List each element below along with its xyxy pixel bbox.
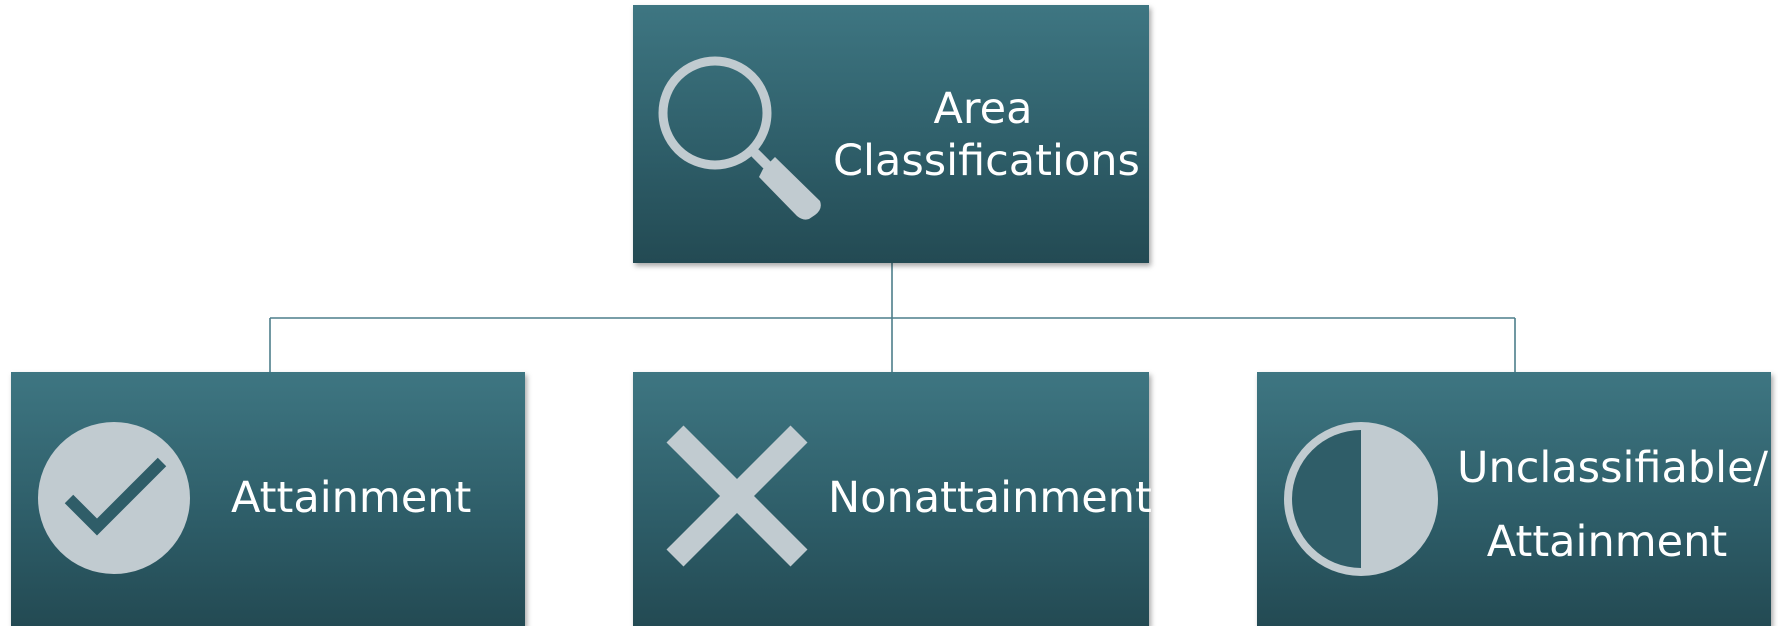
magnifying-glass-icon (657, 49, 827, 229)
unclassifiable-label-line-1: Unclassifiable/ (1457, 443, 1769, 493)
attainment-label: Attainment (231, 472, 471, 524)
root-label-line-1: Area (933, 84, 1033, 134)
child-node-nonattainment: Nonattainment (633, 372, 1152, 626)
unclassifiable-label-line-2: Attainment (1486, 516, 1728, 567)
child-node-unclassifiable-attainment: Unclassifiable/ Attainment (1257, 372, 1771, 626)
root-node-label: Area Classifications (833, 83, 1140, 188)
nonattainment-label: Nonattainment (828, 472, 1152, 524)
attainment-label-text: Attainment (231, 473, 472, 523)
x-cross-icon (657, 420, 817, 578)
root-node-area-classifications: Area Classifications (633, 5, 1149, 263)
half-circle-icon (1282, 417, 1440, 581)
child-node-attainment: Attainment (11, 372, 525, 626)
root-label-line-2: Classifications (833, 136, 1140, 187)
checkmark-circle-icon (36, 417, 192, 579)
nonattainment-label-text: Nonattainment (828, 473, 1152, 523)
unclassifiable-attainment-label: Unclassifiable/ Attainment (1457, 432, 1769, 580)
